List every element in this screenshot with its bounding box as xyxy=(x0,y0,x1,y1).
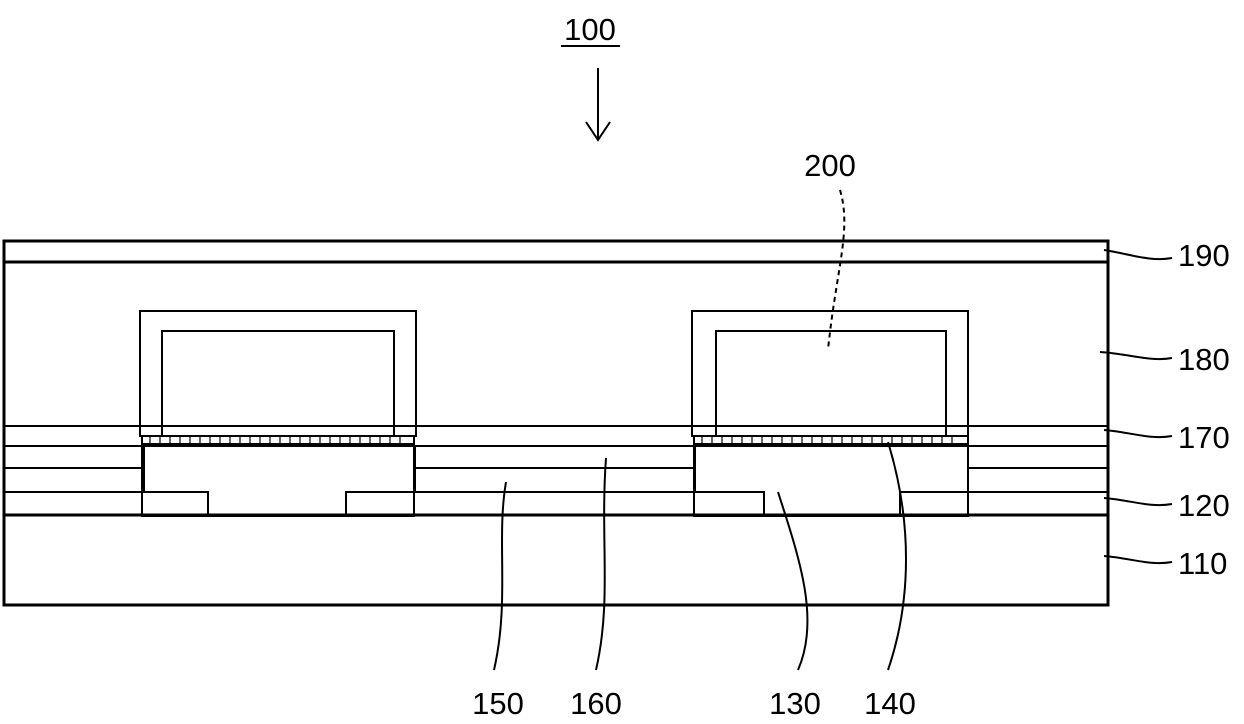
layer-110-substrate xyxy=(4,515,1108,605)
layer-150-right xyxy=(968,468,1108,492)
label-180: 180 xyxy=(1178,342,1230,377)
layer-190 xyxy=(4,241,1108,262)
leader-160 xyxy=(596,458,606,670)
label-160: 160 xyxy=(570,686,622,721)
layer-120-segment-2 xyxy=(346,492,764,515)
leader-110 xyxy=(1104,556,1172,563)
leader-170 xyxy=(1104,430,1172,437)
left-component-130 xyxy=(142,444,414,516)
leader-150 xyxy=(494,482,506,670)
layer-150-middle xyxy=(415,468,695,492)
stack-outline xyxy=(4,241,1108,605)
leader-200 xyxy=(828,190,844,350)
label-130: 130 xyxy=(769,686,821,721)
right-component-130 xyxy=(694,444,968,516)
leader-140 xyxy=(888,442,906,670)
label-150: 150 xyxy=(472,686,524,721)
layer-120-segment-3 xyxy=(900,492,1108,515)
right-component-200 xyxy=(716,331,946,436)
right-frame-170 xyxy=(692,311,968,436)
leader-190 xyxy=(1104,250,1172,259)
layer-160-middle xyxy=(415,446,695,468)
left-frame-170 xyxy=(140,311,416,436)
label-120: 120 xyxy=(1178,488,1230,523)
leader-180 xyxy=(1100,352,1172,359)
label-170: 170 xyxy=(1178,420,1230,455)
layer-150-left xyxy=(4,468,144,492)
label-100: 100 xyxy=(564,12,616,47)
leader-120 xyxy=(1104,498,1172,505)
layer-160-right xyxy=(968,446,1108,468)
label-140: 140 xyxy=(864,686,916,721)
label-110: 110 xyxy=(1178,546,1227,581)
label-200: 200 xyxy=(804,148,856,183)
layer-160-left xyxy=(4,446,144,468)
label-190: 190 xyxy=(1178,238,1230,273)
leader-130 xyxy=(778,492,808,670)
layer-120-segment-1 xyxy=(4,492,208,515)
left-component-200 xyxy=(162,331,394,436)
layer-180 xyxy=(4,262,1108,426)
